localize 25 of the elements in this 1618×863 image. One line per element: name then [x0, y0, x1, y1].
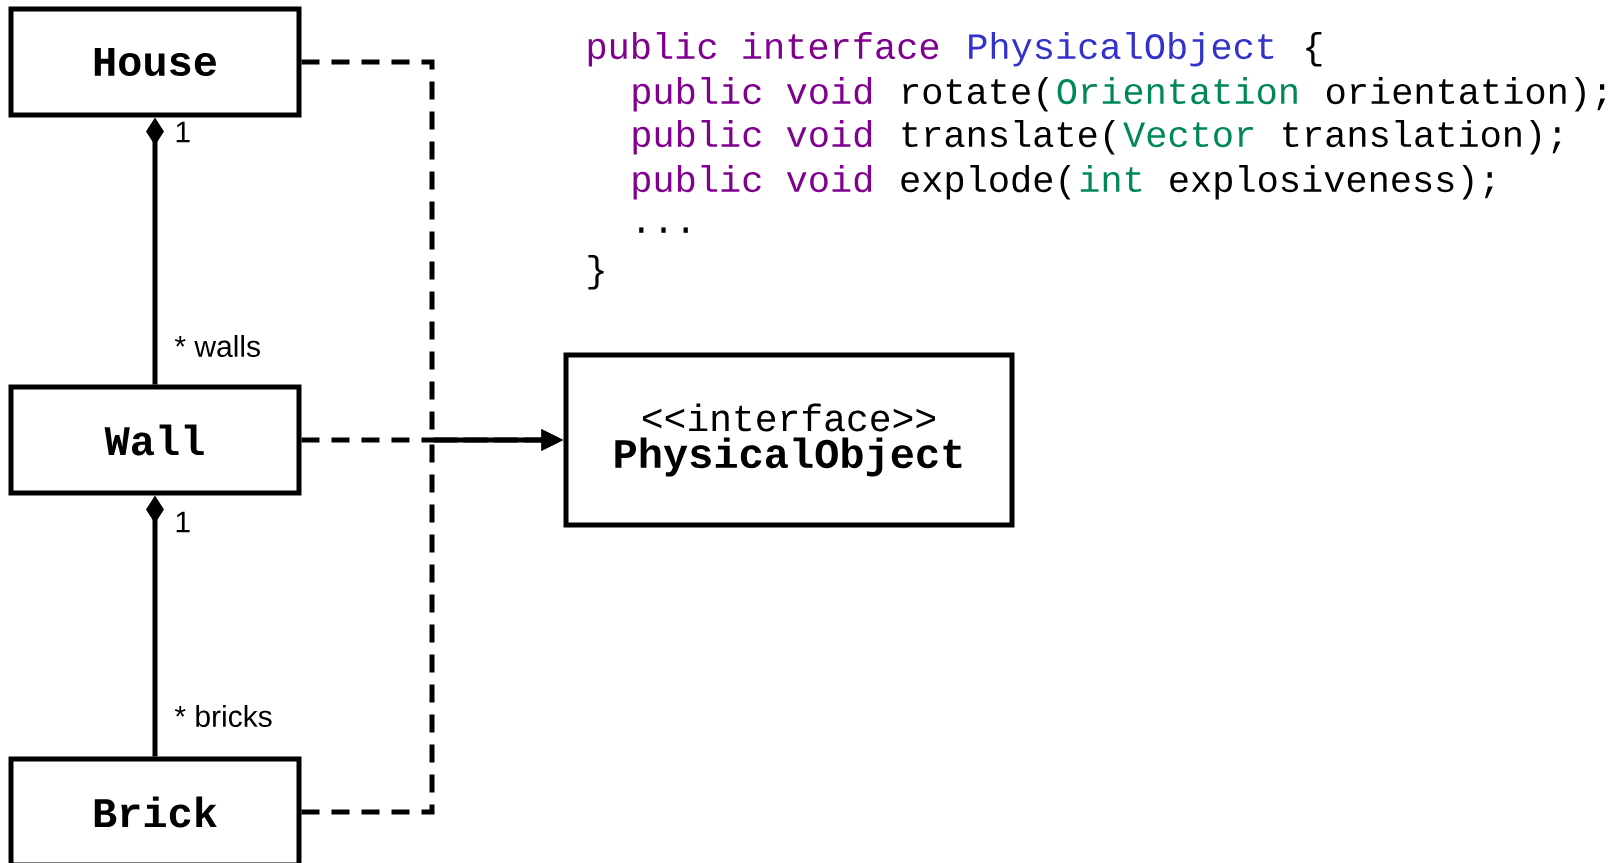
multiplicity-label: 1	[176, 511, 190, 533]
code-text: public void	[633, 165, 872, 200]
class-box: Wall	[8, 384, 302, 496]
code-text: explode(	[901, 165, 1071, 200]
code-text: }	[588, 255, 604, 290]
code-text: public void	[633, 77, 872, 112]
code-text: PhysicalObject	[969, 32, 1274, 67]
code-text: Orientation	[1057, 77, 1297, 105]
code-text: translation);	[1283, 120, 1561, 155]
multiplicity-label: 1	[176, 121, 190, 143]
multiplicity-label: * bricks	[174, 705, 272, 727]
code-text: orientation);	[1326, 77, 1606, 112]
code-text: translate(	[902, 120, 1115, 155]
code-text: Vector	[1123, 122, 1253, 148]
code-text: {	[1306, 32, 1322, 67]
code-text: explosiveness);	[1170, 165, 1493, 200]
class-box: House	[8, 6, 302, 118]
class-box: Brick	[8, 756, 302, 863]
code-text: int	[1080, 165, 1141, 193]
code-text: public interface	[588, 32, 939, 67]
code-text: public void	[633, 120, 872, 155]
class-box: <<interface>> PhysicalObject	[563, 352, 1015, 528]
code-text: rotate(	[903, 77, 1049, 112]
multiplicity-label: * walls	[174, 335, 260, 357]
code-text: ...	[639, 227, 688, 233]
